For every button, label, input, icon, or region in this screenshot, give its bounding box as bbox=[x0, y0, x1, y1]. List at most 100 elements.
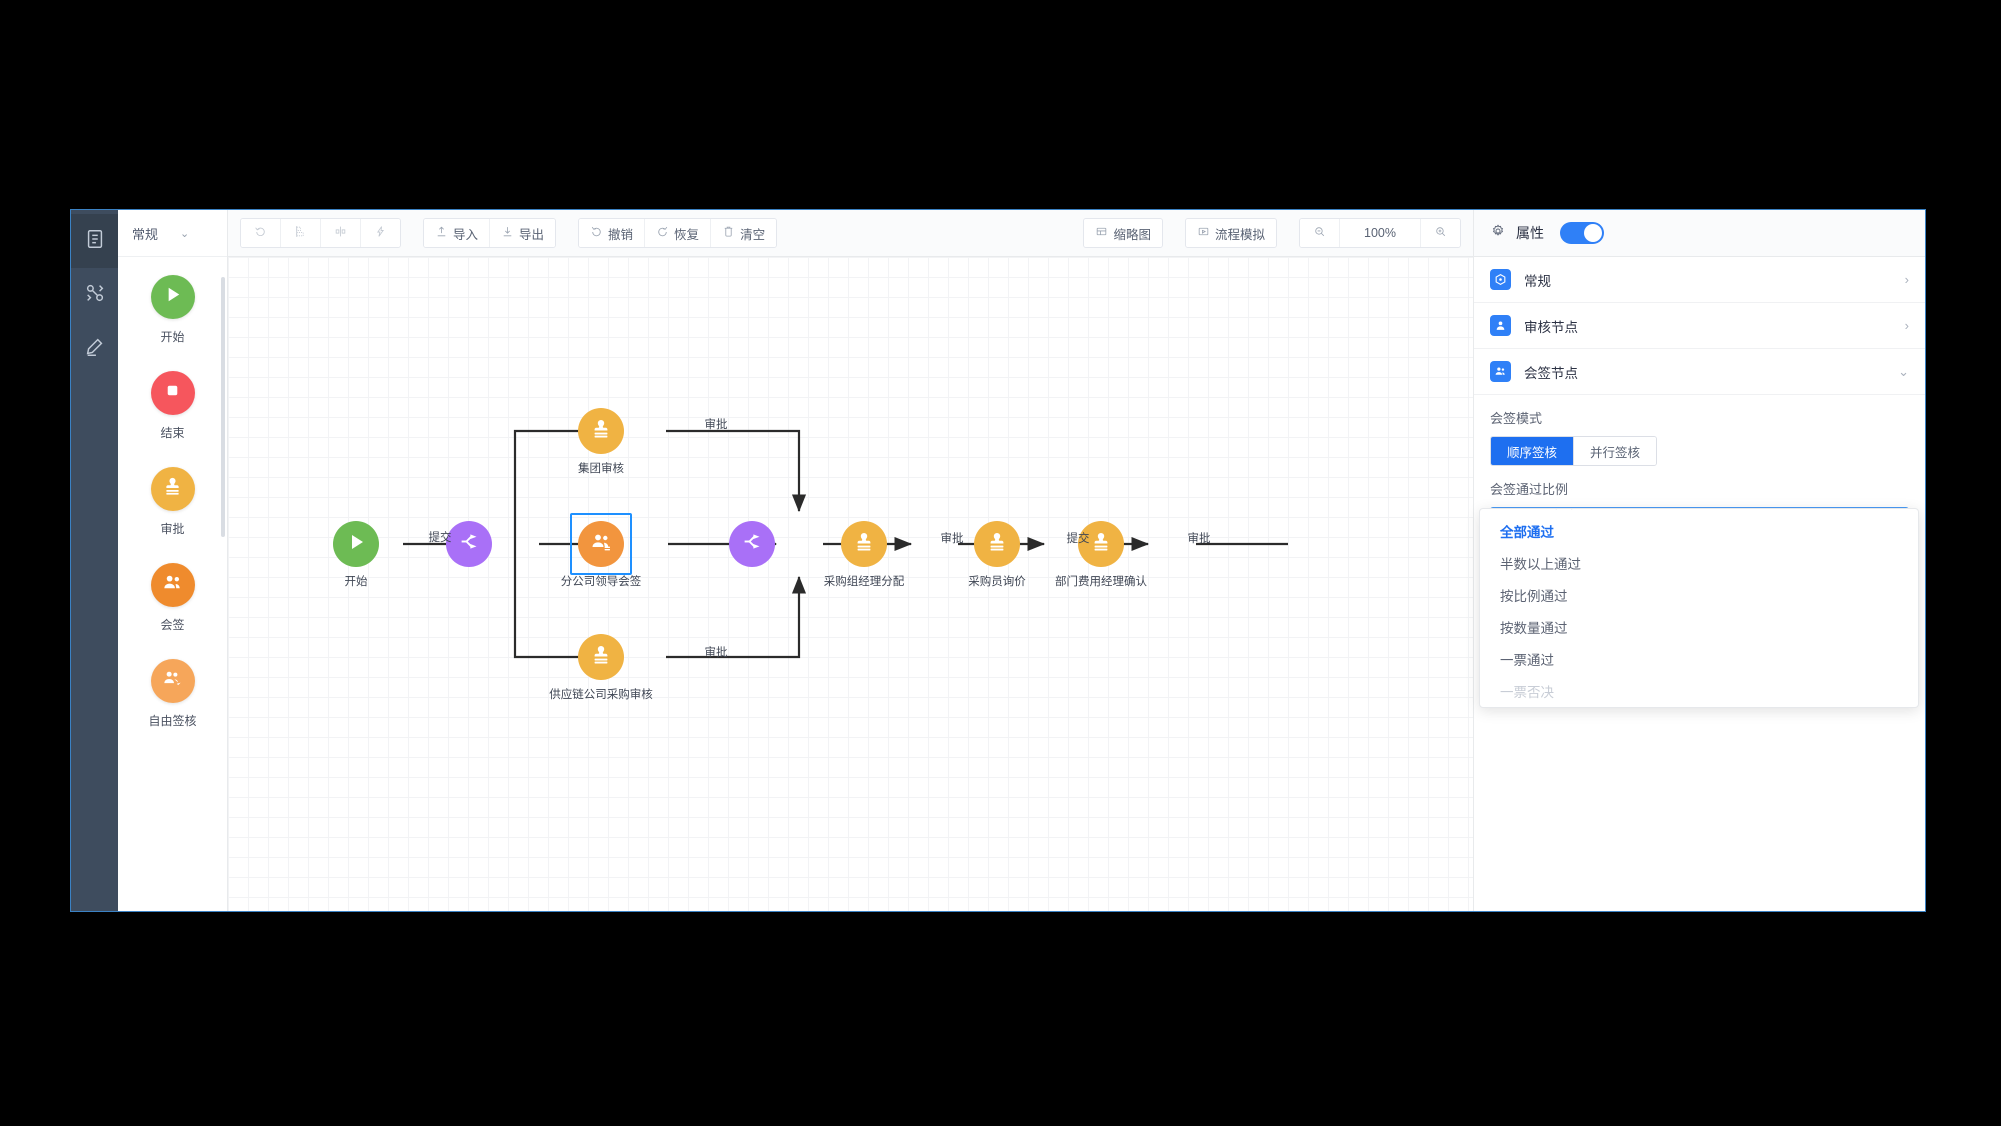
flow-node-branch-countersign[interactable]: 分公司领导会签 bbox=[561, 513, 641, 588]
zoom-in-button[interactable] bbox=[1421, 219, 1460, 247]
redo-button[interactable]: 恢复 bbox=[645, 219, 712, 247]
undo-label: 撤销 bbox=[608, 227, 634, 242]
flow-node-supply-review[interactable]: 供应链公司采购审核 bbox=[549, 634, 653, 701]
distribute-button[interactable] bbox=[321, 219, 361, 247]
flow-node-purchase-assign[interactable]: 采购组经理分配 bbox=[824, 521, 904, 588]
end-node-swatch bbox=[150, 371, 195, 415]
properties-toggle[interactable] bbox=[1560, 222, 1604, 244]
user-icon bbox=[1490, 315, 1511, 336]
canvas-toolbar: 导入 导出 撤销 恢复 清空 bbox=[228, 210, 1473, 257]
zoom-out-button[interactable] bbox=[1300, 219, 1340, 247]
simulate-button[interactable]: 流程模拟 bbox=[1185, 219, 1276, 247]
palette-group-header[interactable]: 常规 ⌄ bbox=[118, 210, 227, 257]
flow-node-group-review[interactable]: 集团审核 bbox=[578, 408, 624, 475]
align-icon bbox=[294, 225, 307, 241]
palette-item-end[interactable]: 结束 bbox=[118, 371, 227, 441]
zoom-level[interactable]: 100% bbox=[1340, 219, 1421, 247]
edge-label: 审批 bbox=[704, 647, 728, 659]
toolbar-group-layout bbox=[240, 218, 401, 248]
toolbar-group-thumbnail: 缩略图 bbox=[1083, 218, 1163, 248]
palette-item-label: 自由签核 bbox=[148, 714, 197, 728]
pen-icon bbox=[84, 336, 106, 363]
import-button[interactable]: 导入 bbox=[424, 219, 491, 247]
flow-canvas[interactable]: 开始 集团审核 分公司领导会签 bbox=[228, 257, 1473, 911]
simulate-label: 流程模拟 bbox=[1214, 227, 1265, 242]
flow-node-gateway-2[interactable] bbox=[729, 521, 775, 567]
palette-group-label: 常规 bbox=[132, 226, 159, 242]
dropdown-option-all[interactable]: 全部通过 bbox=[1500, 525, 1554, 540]
palette-item-approval[interactable]: 审批 bbox=[118, 467, 227, 537]
countersign-node-shape bbox=[578, 521, 624, 567]
canvas-column: 导入 导出 撤销 恢复 清空 bbox=[228, 210, 1473, 911]
flow-node-gateway-1[interactable] bbox=[446, 521, 492, 567]
section-review-node[interactable]: 审核节点 › bbox=[1474, 303, 1925, 349]
toggle-knob bbox=[1584, 224, 1602, 242]
rail-item-style-panel[interactable] bbox=[71, 322, 118, 376]
align-button[interactable] bbox=[281, 219, 321, 247]
gateway-node-shape bbox=[446, 521, 492, 567]
countersign-mode-field: 会签模式 顺序签核 并行签核 bbox=[1474, 395, 1925, 466]
export-icon bbox=[501, 225, 514, 241]
clear-button[interactable]: 清空 bbox=[711, 219, 777, 247]
toolbar-group-io: 导入 导出 bbox=[423, 218, 557, 248]
play-icon bbox=[161, 283, 184, 311]
rail-item-form-panel[interactable] bbox=[71, 214, 118, 268]
palette-scrollbar[interactable] bbox=[221, 277, 225, 537]
flow-node-label: 分公司领导会签 bbox=[560, 576, 642, 588]
dropdown-option-count[interactable]: 按数量通过 bbox=[1500, 621, 1568, 636]
flow-node-dept-confirm[interactable]: 部门费用经理确认 bbox=[1055, 521, 1147, 588]
gear-icon bbox=[1490, 223, 1506, 244]
chevron-right-icon: › bbox=[1904, 272, 1909, 287]
mode-parallel-button[interactable]: 并行签核 bbox=[1574, 437, 1657, 465]
flow-node-label: 开始 bbox=[344, 576, 368, 588]
undo-arrow-icon bbox=[254, 225, 267, 241]
dropdown-option-one-veto[interactable]: 一票否决 bbox=[1500, 685, 1554, 700]
auto-layout-button[interactable] bbox=[361, 219, 400, 247]
section-label: 审核节点 bbox=[1524, 319, 1578, 335]
edge-label: 提交 bbox=[428, 532, 452, 544]
dropdown-option-majority[interactable]: 半数以上通过 bbox=[1500, 557, 1581, 572]
toolbar-group-simulate: 流程模拟 bbox=[1184, 218, 1277, 248]
palette-item-label: 会签 bbox=[160, 618, 185, 632]
undo-icon bbox=[590, 225, 603, 241]
zoom-in-icon bbox=[1434, 225, 1447, 241]
edge-label: 审批 bbox=[1187, 533, 1211, 545]
pass-ratio-dropdown: 全部通过 半数以上通过 按比例通过 按数量通过 一票通过 一票否决 bbox=[1479, 508, 1919, 708]
chevron-down-icon: ⌄ bbox=[1898, 363, 1909, 379]
pass-ratio-label: 会签通过比例 bbox=[1490, 482, 1569, 497]
trash-icon bbox=[722, 225, 735, 241]
dropdown-option-ratio[interactable]: 按比例通过 bbox=[1500, 589, 1568, 604]
rail-item-flow-panel[interactable] bbox=[71, 268, 118, 322]
flow-icon bbox=[84, 282, 106, 309]
palette-item-free-sign[interactable]: 自由签核 bbox=[118, 659, 227, 729]
mode-sequential-button[interactable]: 顺序签核 bbox=[1491, 437, 1575, 465]
palette-item-countersign[interactable]: 会签 bbox=[118, 563, 227, 633]
branch-icon bbox=[742, 531, 763, 557]
flow-node-label: 供应链公司采购审核 bbox=[549, 689, 653, 701]
free-sign-node-swatch bbox=[150, 659, 195, 703]
group-icon bbox=[161, 571, 184, 599]
undo-button[interactable]: 撤销 bbox=[579, 219, 646, 247]
toolbar-group-history: 撤销 恢复 清空 bbox=[578, 218, 778, 248]
thumbnail-button[interactable]: 缩略图 bbox=[1084, 219, 1162, 247]
start-node-shape bbox=[333, 521, 379, 567]
flow-node-start[interactable]: 开始 bbox=[333, 521, 379, 588]
approval-node-swatch bbox=[150, 467, 195, 511]
export-button[interactable]: 导出 bbox=[490, 219, 556, 247]
stamp-icon bbox=[985, 530, 1009, 559]
dropdown-option-one-pass[interactable]: 一票通过 bbox=[1500, 653, 1554, 668]
simulate-icon bbox=[1197, 225, 1210, 241]
branch-icon bbox=[459, 531, 480, 557]
palette-item-start[interactable]: 开始 bbox=[118, 275, 227, 345]
rotate-button[interactable] bbox=[241, 219, 281, 247]
stamp-icon bbox=[852, 530, 876, 559]
section-general[interactable]: 常规 › bbox=[1474, 257, 1925, 303]
clear-label: 清空 bbox=[740, 227, 766, 242]
flow-node-buyer-inquiry[interactable]: 采购员询价 bbox=[968, 521, 1026, 588]
stamp-icon bbox=[161, 475, 184, 503]
chevron-right-icon: › bbox=[1904, 318, 1909, 333]
palette-item-label: 审批 bbox=[160, 522, 185, 536]
edge-label: 审批 bbox=[704, 419, 728, 431]
section-countersign-node[interactable]: 会签节点 ⌄ bbox=[1474, 349, 1925, 395]
stamp-icon bbox=[589, 417, 613, 446]
